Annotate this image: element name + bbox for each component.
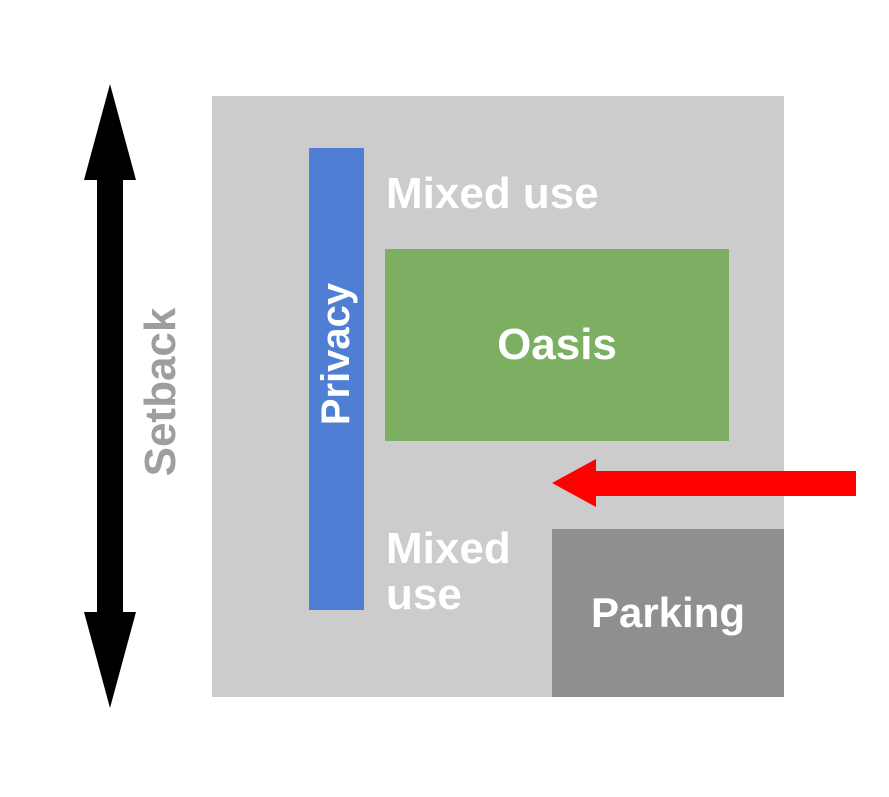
entry-arrow-shaft: [592, 471, 856, 496]
setback-arrow: [84, 84, 136, 708]
setback-arrow-shaft: [97, 170, 123, 620]
entry-arrow: [552, 459, 856, 507]
setback-arrow-head-top: [84, 84, 136, 180]
setback-arrow-head-bottom: [84, 612, 136, 708]
oasis-zone: Oasis: [385, 249, 729, 441]
entry-arrow-head: [552, 459, 596, 507]
oasis-label: Oasis: [497, 320, 617, 369]
privacy-zone: [309, 148, 364, 610]
mixed-use-bottom-label: Mixed use: [386, 524, 511, 619]
setback-label: Setback: [136, 307, 185, 477]
mixed-use-top-label: Mixed use: [386, 169, 599, 218]
parking-zone: Parking: [552, 529, 784, 697]
parking-label: Parking: [590, 589, 746, 636]
